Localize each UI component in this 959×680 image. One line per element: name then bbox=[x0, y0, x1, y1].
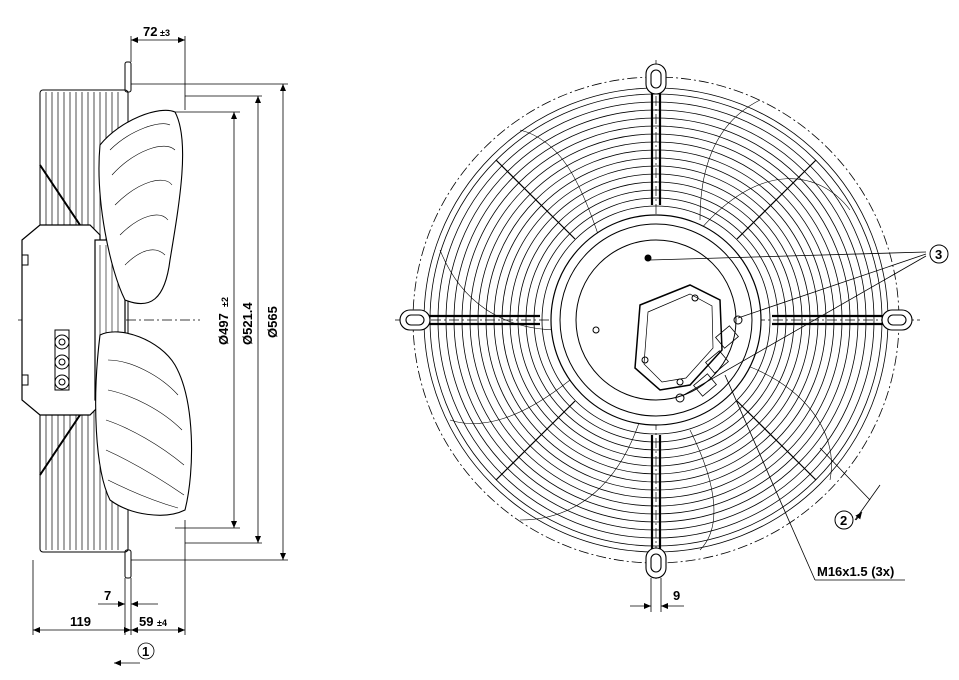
thread-label: M16x1.5 (3x) bbox=[817, 564, 894, 579]
callout-2-circle bbox=[834, 510, 854, 530]
lower-blade bbox=[95, 331, 193, 516]
callout-2: 2 bbox=[840, 513, 847, 528]
motor-body bbox=[21, 224, 101, 416]
dim-72: 72 bbox=[143, 24, 157, 39]
blade-outlines bbox=[439, 99, 851, 551]
cable-glands bbox=[54, 329, 70, 391]
dim-119: 119 bbox=[70, 614, 91, 629]
dim-497: Ø497 bbox=[216, 313, 231, 345]
side-view bbox=[18, 36, 288, 666]
mounting-tabs bbox=[399, 63, 913, 579]
callout-3-circle bbox=[929, 244, 949, 264]
leader-lines bbox=[649, 251, 927, 581]
upper-blade bbox=[98, 109, 184, 305]
dim-9: 9 bbox=[673, 588, 680, 603]
dim-521: Ø521.4 bbox=[240, 302, 255, 345]
dim-565: Ø565 bbox=[265, 306, 280, 338]
dim-59: 59 bbox=[139, 614, 153, 629]
dim-72-tol: ±3 bbox=[160, 28, 170, 38]
dim-497-tol: ±2 bbox=[220, 297, 230, 307]
hub-plate bbox=[575, 239, 737, 401]
front-view-labels: 3 2 9 M16x1.5 (3x) bbox=[673, 247, 942, 603]
front-view bbox=[395, 60, 949, 612]
callout-1: 1 bbox=[142, 644, 149, 659]
hub-inner bbox=[559, 223, 753, 417]
guard-spokes bbox=[418, 82, 896, 560]
side-dimension-lines bbox=[32, 36, 288, 666]
dim-7: 7 bbox=[104, 588, 111, 603]
side-view-labels: 72 ±3 Ø497 ±2 Ø521.4 Ø565 7 119 59 ±4 1 bbox=[70, 24, 280, 659]
callout-3: 3 bbox=[935, 247, 942, 262]
bottom-lug bbox=[124, 549, 132, 579]
dim-9-lines bbox=[630, 578, 684, 612]
terminal-box bbox=[634, 284, 723, 391]
top-lug bbox=[124, 61, 132, 93]
dim-59-tol: ±4 bbox=[157, 618, 167, 628]
